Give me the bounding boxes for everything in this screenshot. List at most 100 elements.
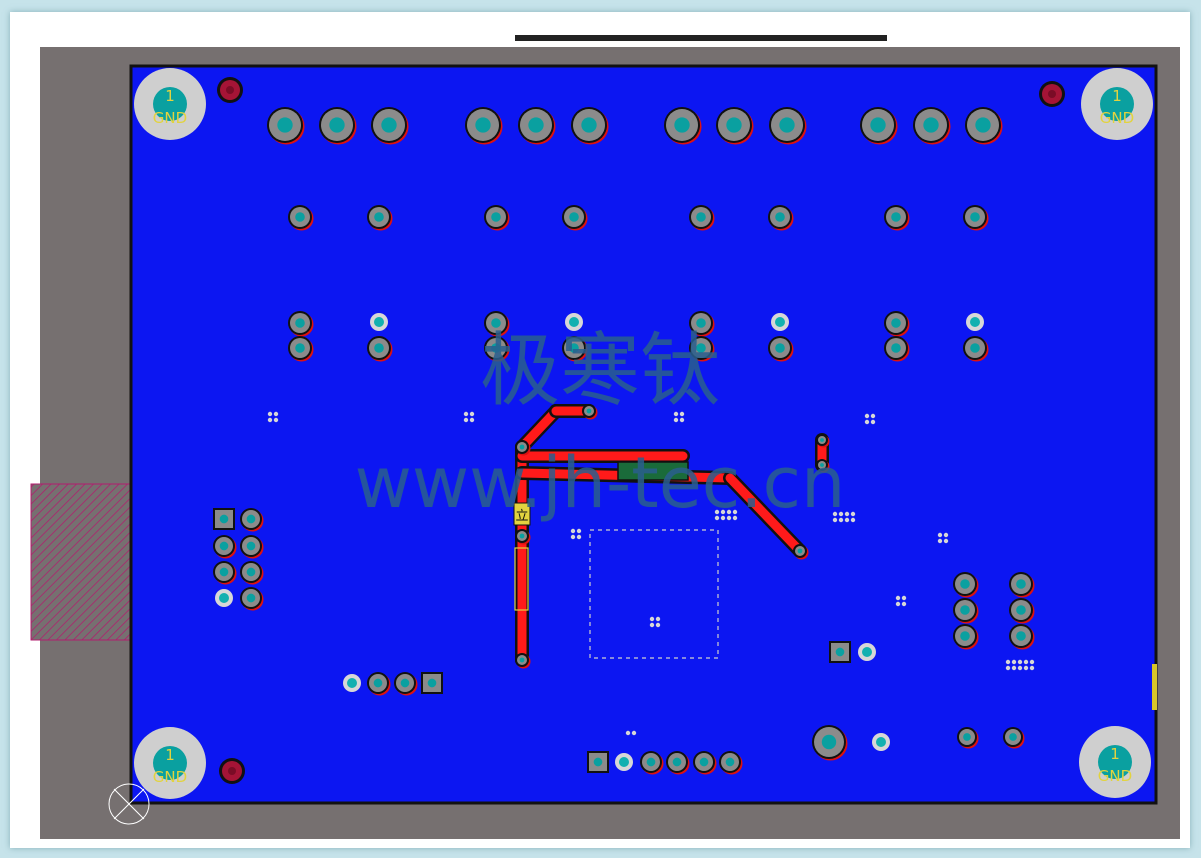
pad-drill bbox=[960, 605, 970, 615]
via bbox=[844, 517, 850, 523]
fiducial-center bbox=[1048, 90, 1056, 98]
via bbox=[1023, 659, 1029, 665]
mounting-hole[interactable]: 1 GND bbox=[134, 727, 206, 799]
via bbox=[469, 417, 475, 423]
via bbox=[850, 511, 856, 517]
pad-drill bbox=[672, 757, 682, 767]
via bbox=[649, 616, 655, 622]
pad-drill bbox=[835, 647, 845, 657]
via bbox=[463, 417, 469, 423]
fiducial-center bbox=[226, 86, 234, 94]
mounting-hole[interactable]: 1 GND bbox=[1079, 726, 1151, 798]
via bbox=[732, 515, 738, 521]
hole-label: GND bbox=[1098, 767, 1132, 785]
pad-drill bbox=[646, 757, 656, 767]
via bbox=[576, 534, 582, 540]
mounting-hole[interactable]: 1 GND bbox=[134, 68, 206, 140]
pad-drill bbox=[975, 117, 991, 133]
pad-drill bbox=[569, 212, 579, 222]
via bbox=[679, 417, 685, 423]
top-connector-strip bbox=[515, 35, 887, 41]
hole-label: GND bbox=[153, 768, 187, 786]
pad-drill bbox=[581, 117, 597, 133]
pad-drill bbox=[891, 318, 901, 328]
pad-drill bbox=[381, 117, 397, 133]
pad-drill bbox=[329, 117, 345, 133]
pad-drill bbox=[891, 343, 901, 353]
via-group bbox=[267, 411, 1035, 736]
pad-drill bbox=[374, 212, 384, 222]
via bbox=[726, 509, 732, 515]
pad-drill bbox=[699, 757, 709, 767]
npth-drill bbox=[374, 317, 384, 327]
copper-trace bbox=[725, 473, 805, 556]
via bbox=[649, 622, 655, 628]
pad-drill bbox=[775, 343, 785, 353]
via bbox=[832, 511, 838, 517]
via bbox=[625, 730, 631, 736]
pad-drill bbox=[1016, 605, 1026, 615]
pad-drill bbox=[775, 212, 785, 222]
via bbox=[463, 411, 469, 417]
pad-drill bbox=[491, 318, 501, 328]
component-outline bbox=[514, 547, 529, 611]
via bbox=[1005, 665, 1011, 671]
pad-drill bbox=[295, 212, 305, 222]
via bbox=[1017, 659, 1023, 665]
via bbox=[1029, 665, 1035, 671]
pad-drill bbox=[970, 212, 980, 222]
hole-net: 1 bbox=[165, 87, 175, 105]
pad-drill bbox=[1016, 631, 1026, 641]
fiducial-center bbox=[228, 767, 236, 775]
pad-drill bbox=[960, 579, 970, 589]
pad-drill bbox=[219, 541, 229, 551]
pad-drill bbox=[374, 343, 384, 353]
npth-drill bbox=[970, 317, 980, 327]
pad-drill bbox=[475, 117, 491, 133]
via bbox=[726, 515, 732, 521]
via bbox=[720, 515, 726, 521]
pad-drill bbox=[519, 657, 525, 663]
via bbox=[570, 534, 576, 540]
pad-group bbox=[213, 77, 1065, 784]
via bbox=[1011, 659, 1017, 665]
npth-drill bbox=[219, 593, 229, 603]
mounting-hole[interactable]: 1 GND bbox=[1081, 68, 1153, 140]
via bbox=[895, 601, 901, 607]
origin-marker-icon bbox=[108, 783, 150, 825]
npth-drill bbox=[876, 737, 886, 747]
via bbox=[901, 595, 907, 601]
via bbox=[832, 517, 838, 523]
pad-drill bbox=[870, 117, 886, 133]
via bbox=[870, 419, 876, 425]
pad-drill bbox=[427, 678, 437, 688]
pad-drill bbox=[246, 514, 256, 524]
pad-drill bbox=[970, 343, 980, 353]
via bbox=[267, 417, 273, 423]
npth-drill bbox=[569, 317, 579, 327]
via bbox=[864, 419, 870, 425]
pad-drill bbox=[246, 593, 256, 603]
via bbox=[469, 411, 475, 417]
via bbox=[1011, 665, 1017, 671]
via bbox=[838, 517, 844, 523]
via bbox=[937, 538, 943, 544]
component-label-box bbox=[513, 502, 531, 526]
via bbox=[631, 730, 637, 736]
via bbox=[1017, 665, 1023, 671]
via bbox=[273, 411, 279, 417]
pad-drill bbox=[891, 212, 901, 222]
hole-net: 1 bbox=[1110, 745, 1120, 763]
hole-net: 1 bbox=[1112, 87, 1122, 105]
pad-drill bbox=[246, 567, 256, 577]
via bbox=[732, 509, 738, 515]
via bbox=[937, 532, 943, 538]
pad-drill bbox=[593, 757, 603, 767]
pad-drill bbox=[219, 567, 229, 577]
via bbox=[895, 595, 901, 601]
pad-drill bbox=[963, 733, 971, 741]
via bbox=[673, 417, 679, 423]
component-label: 立 bbox=[515, 509, 528, 524]
npth-drill bbox=[347, 678, 357, 688]
pad-drill bbox=[219, 514, 229, 524]
